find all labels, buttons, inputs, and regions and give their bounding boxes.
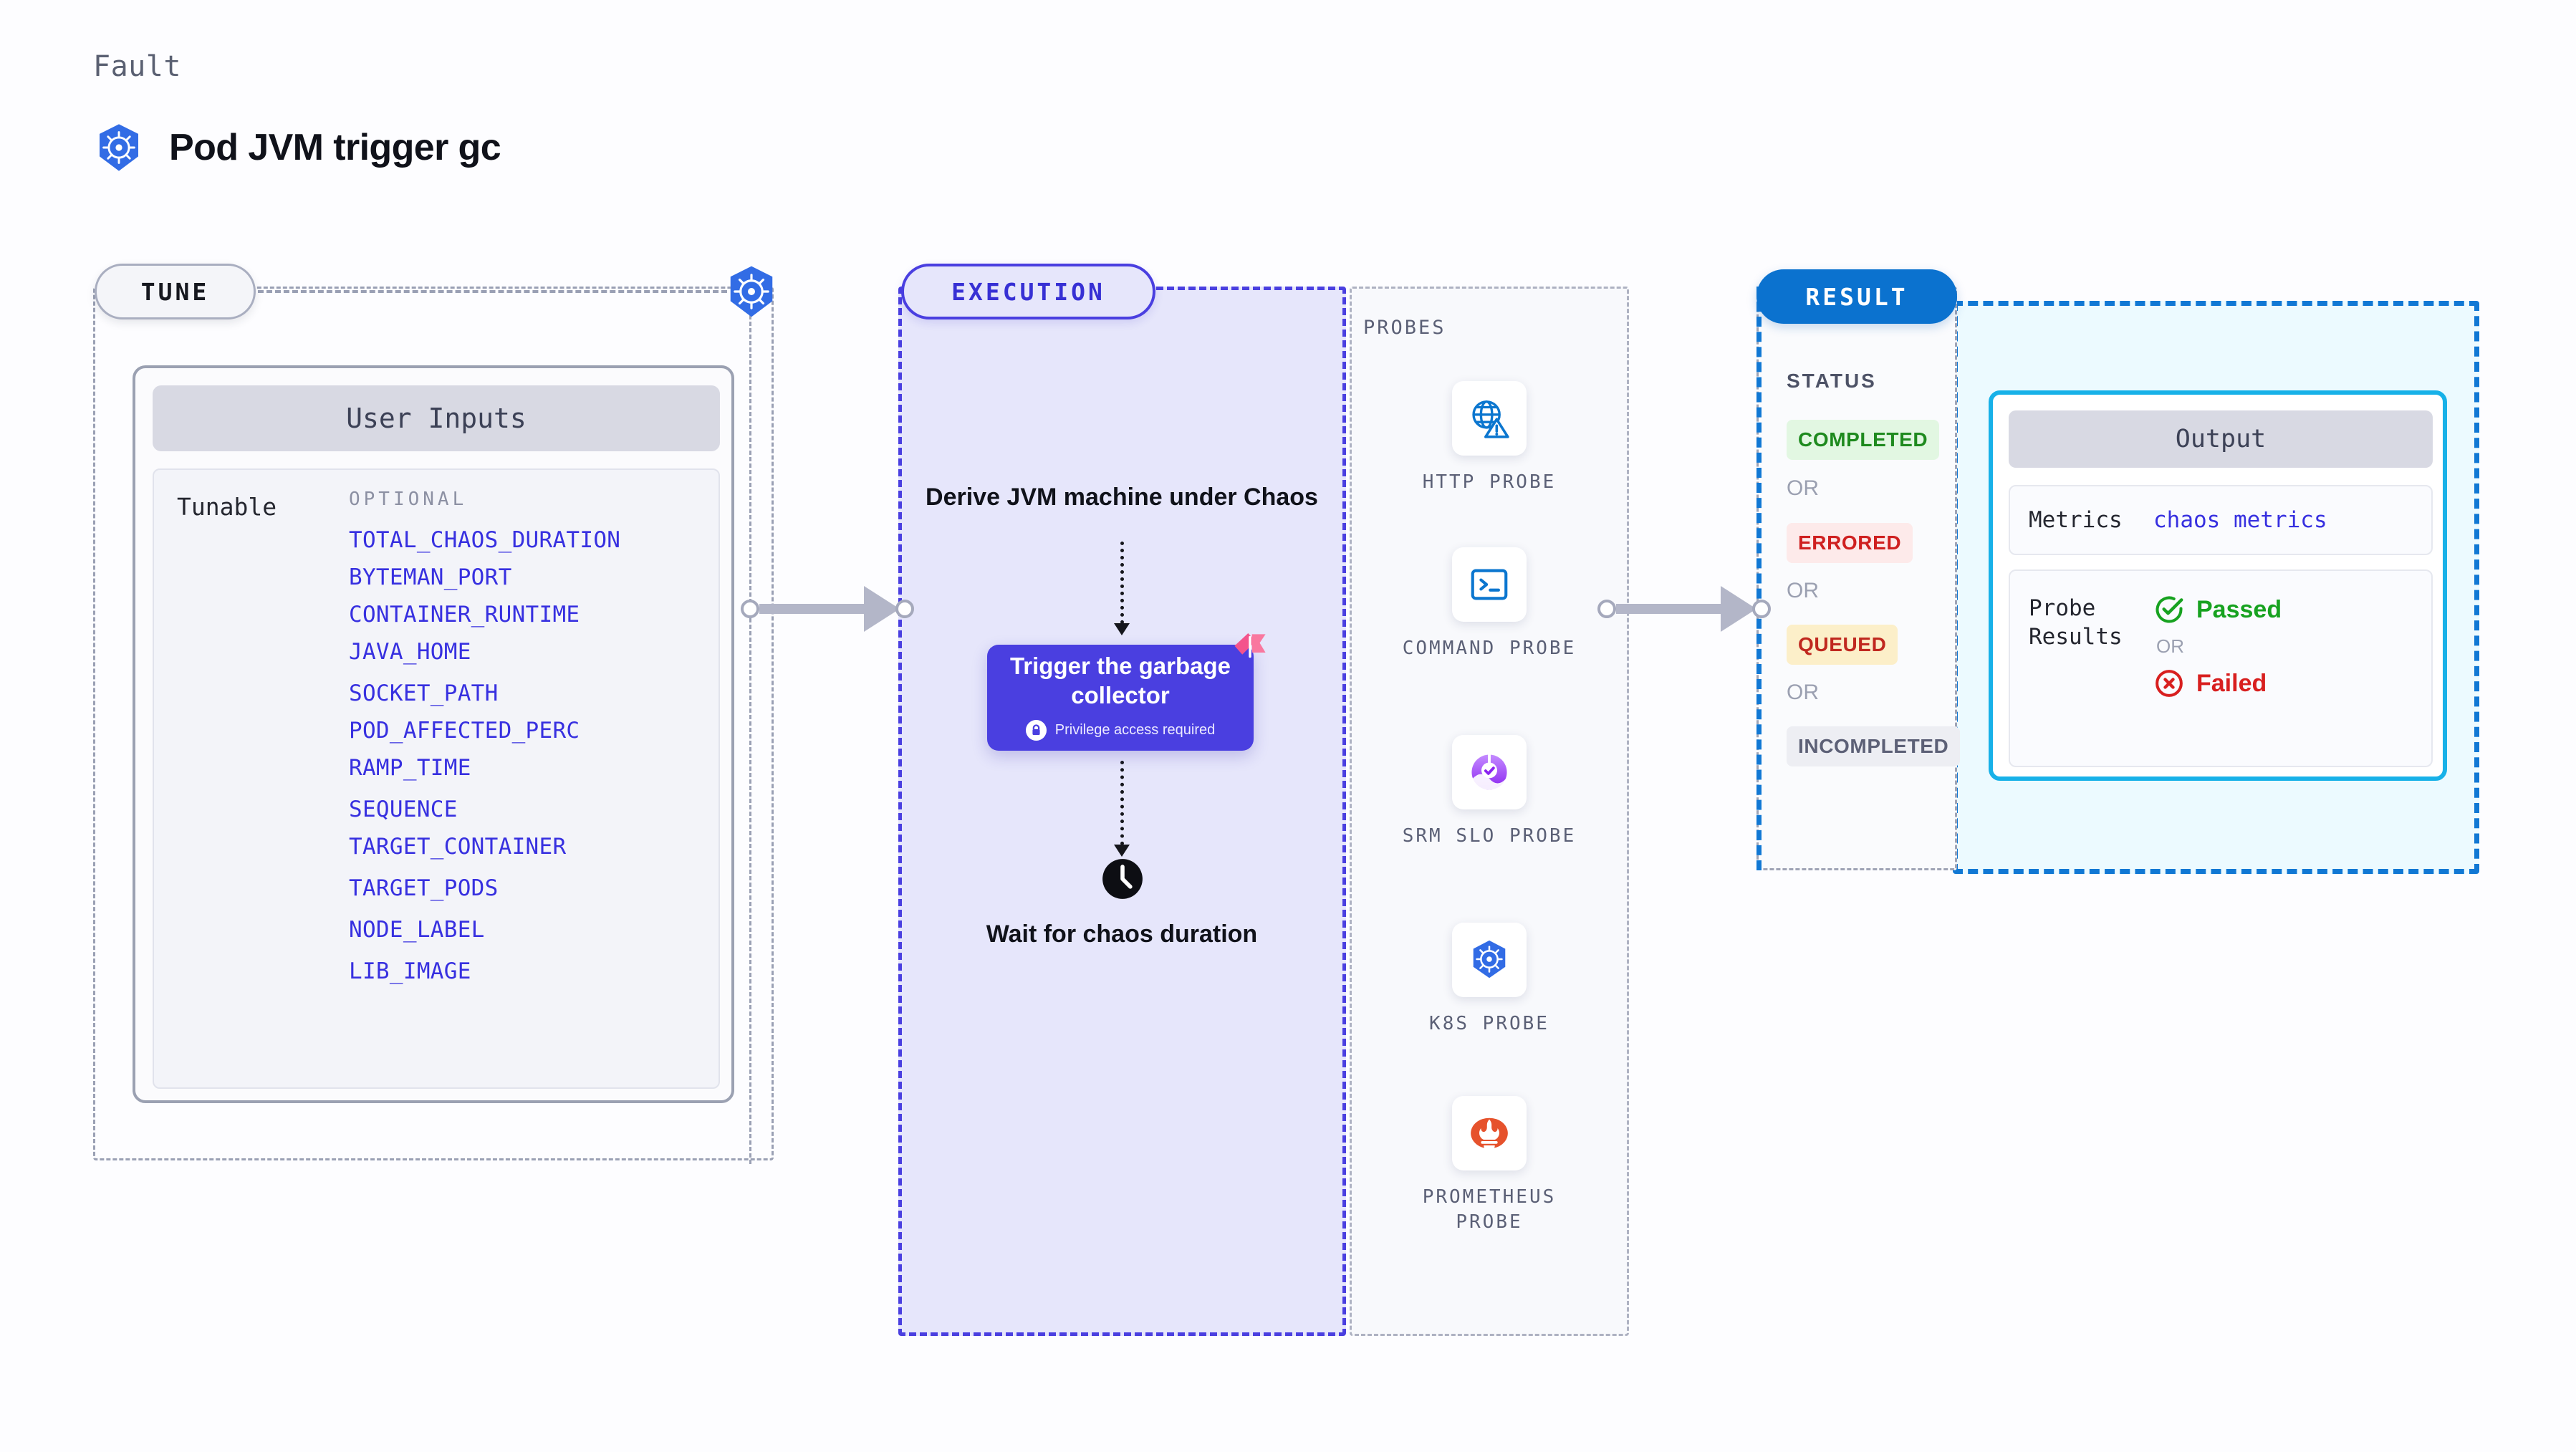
probe-command[interactable]: COMMAND PROBE [1400,547,1579,661]
status-or-2: OR [1787,579,1819,602]
probe-icon-tile [1452,381,1527,456]
probe-result-failed-label: Failed [2196,669,2267,697]
status-or-1: OR [1787,476,1819,500]
tune-top-dashed-line [258,290,727,293]
user-inputs-title: User Inputs [153,385,720,451]
privilege-note-text: Privilege access required [1054,721,1216,738]
kubernetes-icon [1473,940,1506,979]
tunable-byteman-port[interactable]: BYTEMAN_PORT [349,564,512,590]
clock-icon [1102,859,1143,899]
result-left-dashed-line [1756,287,1762,870]
kubernetes-icon [730,266,773,317]
output-probe-results-row: Probe Results Passed OR Failed [2009,569,2433,767]
optional-params-column: OPTIONAL TOTAL_CHAOS_DURATION BYTEMAN_PO… [349,489,693,996]
tunable-target-container[interactable]: TARGET_CONTAINER [349,834,567,860]
page-kicker: Fault [93,50,181,83]
tune-right-dashed-line [749,315,751,1164]
tunable-container-runtime[interactable]: CONTAINER_RUNTIME [349,602,580,628]
status-or-3: OR [1787,681,1819,704]
tunable-socket-path[interactable]: SOCKET_PATH [349,681,499,706]
prometheus-icon [1471,1117,1508,1151]
output-probe-results-key: Probe Results [2029,595,2123,650]
tunable-ramp-time[interactable]: RAMP_TIME [349,755,471,781]
tunable-pod-affected-perc[interactable]: POD_AFFECTED_PERC [349,718,580,744]
user-inputs-body: Tunable OPTIONAL TOTAL_CHAOS_DURATION BY… [153,468,720,1089]
check-circle-icon [2156,596,2183,623]
status-badge-queued: QUEUED [1787,625,1898,665]
output-metrics-row: Metrics chaos metrics [2009,485,2433,555]
tunable-sequence[interactable]: SEQUENCE [349,797,458,822]
connector-execution-to-result [1597,586,1771,632]
output-card: Output Metrics chaos metrics Probe Resul… [1989,390,2447,781]
connector-end-nub [895,600,914,618]
lock-icon [1025,719,1047,741]
probe-k8s[interactable]: K8S PROBE [1400,923,1579,1037]
probe-icon-tile [1452,735,1527,809]
page-title: Pod JVM trigger gc [169,127,501,168]
execution-pill[interactable]: EXECUTION [901,264,1155,319]
x-circle-icon [2156,670,2183,697]
page-title-row: Pod JVM trigger gc [93,122,501,173]
connector-tune-to-execution [741,586,914,632]
flow-arrow-tip [1114,623,1130,635]
tune-pill[interactable]: TUNE [95,264,256,319]
output-title: Output [2009,410,2433,468]
tunable-node-label[interactable]: NODE_LABEL [349,917,485,943]
execution-step-derive-jvm: Derive JVM machine under Chaos [926,484,1318,511]
tunable-target-pods[interactable]: TARGET_PODS [349,875,499,901]
kubernetes-icon [100,124,138,171]
probe-label: PROMETHEUS PROBE [1422,1186,1557,1234]
probe-label: COMMAND PROBE [1402,638,1577,659]
connector-bar [1616,604,1722,614]
output-metrics-key: Metrics [2029,506,2123,533]
tunable-java-home[interactable]: JAVA_HOME [349,639,471,665]
output-metrics-value[interactable]: chaos metrics [2153,507,2327,533]
probe-label: SRM SLO PROBE [1402,825,1577,847]
result-pill[interactable]: RESULT [1756,269,1957,324]
probe-http[interactable]: HTTP PROBE [1400,381,1579,495]
probe-result-passed-label: Passed [2196,595,2282,623]
probe-icon-tile [1452,547,1527,622]
flow-arrow-tip [1114,845,1130,857]
tunable-label: Tunable [177,493,277,521]
execution-action-card[interactable]: Trigger the garbage collector Privilege … [987,645,1254,751]
status-badge-completed: COMPLETED [1787,420,1940,460]
probe-icon-tile [1452,1096,1527,1170]
connector-start-nub [1597,600,1616,618]
status-badge-incompleted: INCOMPLETED [1787,726,1961,766]
tune-stage-box [93,287,774,1160]
status-badge-errored: ERRORED [1787,523,1913,563]
execution-action-title: Trigger the garbage collector [1009,653,1231,708]
privilege-note: Privilege access required [1025,719,1216,741]
probe-result-or: OR [2156,635,2184,657]
srm-slo-icon [1471,754,1507,790]
user-inputs-card: User Inputs Tunable OPTIONAL TOTAL_CHAOS… [133,365,734,1103]
probe-icon-tile [1452,923,1527,997]
flow-arrow-line [1120,761,1124,845]
connector-arrowhead [1721,586,1756,632]
probe-label: K8S PROBE [1429,1013,1549,1034]
probe-result-passed: Passed [2153,594,2282,625]
optional-heading: OPTIONAL [349,489,468,510]
chaos-flag-icon [1234,633,1266,658]
tunable-total-chaos-duration[interactable]: TOTAL_CHAOS_DURATION [349,527,621,553]
connector-arrowhead [864,586,900,632]
globe-alert-icon [1472,400,1509,438]
connector-end-nub [1752,600,1771,618]
tunable-lib-image[interactable]: LIB_IMAGE [349,958,471,984]
output-probe-results-values: Passed OR Failed [2153,594,2282,699]
probe-label: HTTP PROBE [1422,471,1557,493]
flow-arrow-line [1120,542,1124,624]
status-label: STATUS [1787,370,1877,392]
probe-prometheus[interactable]: PROMETHEUS PROBE [1400,1096,1579,1235]
connector-bar [759,604,865,614]
execution-step-wait-chaos: Wait for chaos duration [986,920,1258,948]
connector-start-nub [741,600,759,618]
probe-result-failed: Failed [2153,668,2282,699]
probes-label: PROBES [1363,317,1446,339]
terminal-icon [1471,569,1508,600]
probe-srm-slo[interactable]: SRM SLO PROBE [1400,735,1579,849]
